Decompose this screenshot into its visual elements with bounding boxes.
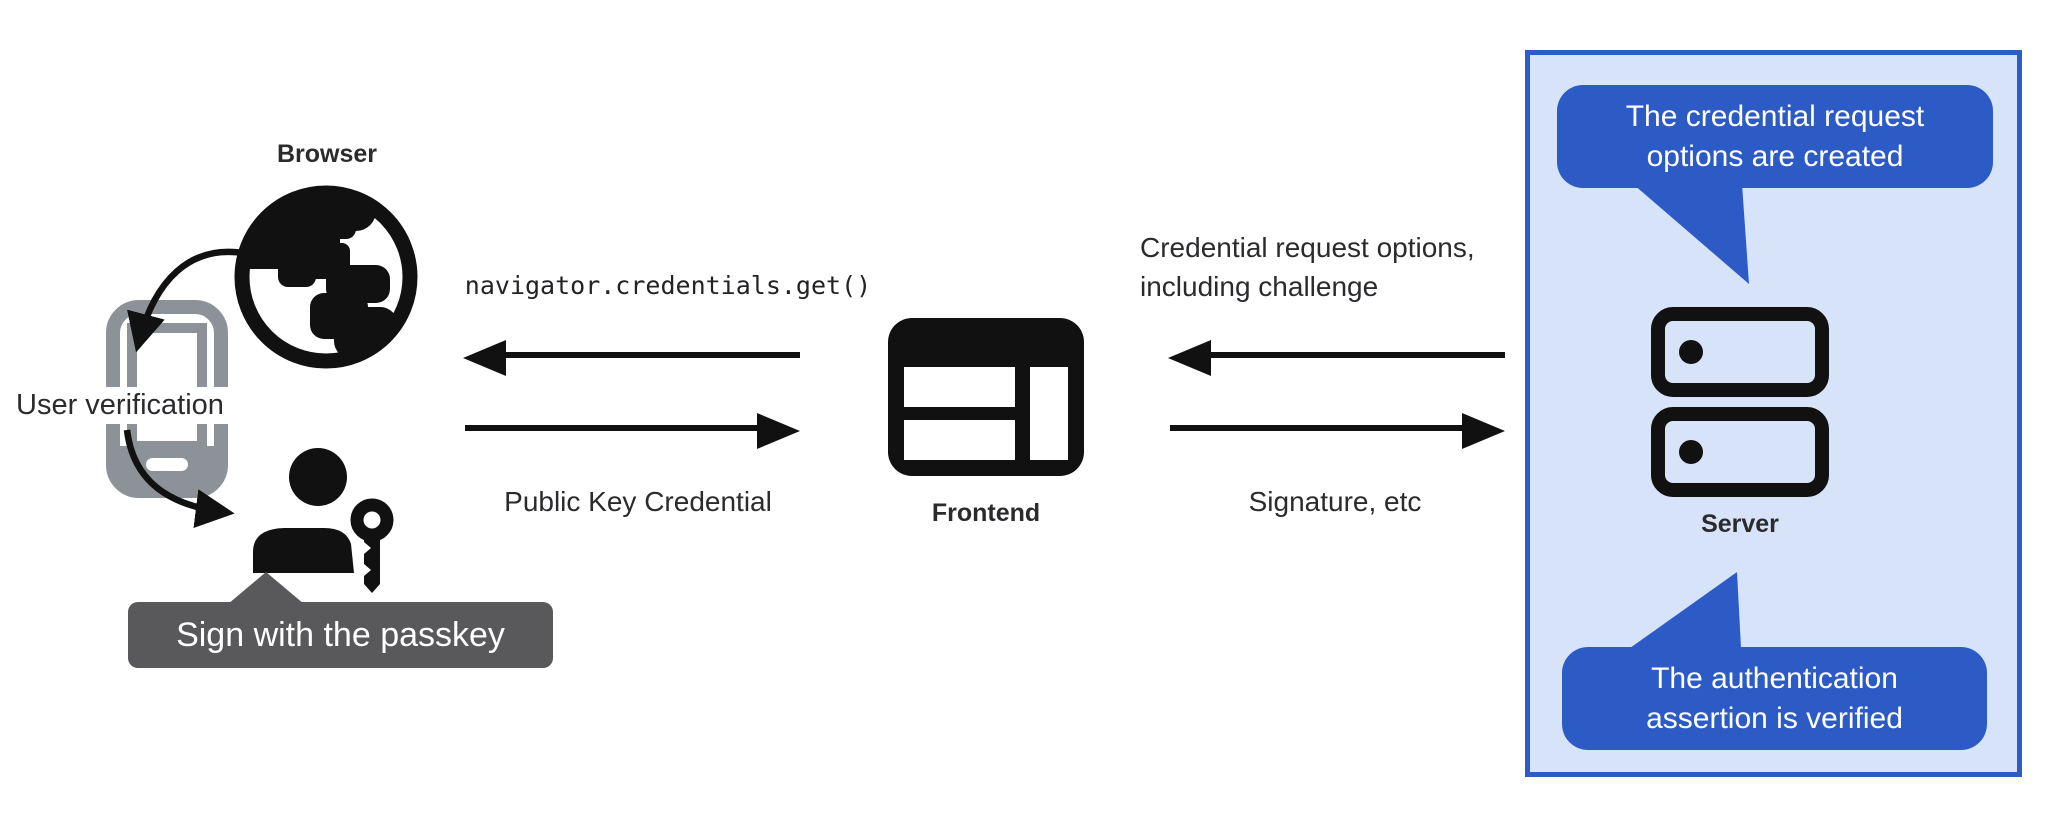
frontend-label: Frontend [931, 499, 1041, 527]
curved-flow-arrows [123, 248, 244, 528]
top-bubble-line2: options are created [1646, 139, 1904, 173]
arrowhead-right-icon [757, 413, 800, 449]
arrow-phone-to-user [123, 429, 235, 528]
frontend-window-icon [888, 318, 1084, 476]
key-stem-icon [364, 534, 380, 593]
server-label: Server [1701, 510, 1779, 538]
tooltip-pointer [228, 572, 304, 604]
arrowhead-left-icon [1168, 340, 1211, 376]
credential-request-line1: Credential request options, [1140, 232, 1475, 263]
user-verification-label: User verification [12, 387, 228, 424]
passkey-tooltip-text: Sign with the passkey [176, 616, 505, 654]
credential-request-line2: including challenge [1140, 271, 1379, 302]
bottom-bubble-tail [1630, 572, 1741, 648]
public-key-credential-label: Public Key Credential [504, 486, 772, 517]
browser-label: Browser [276, 140, 378, 168]
passkey-tooltip: Sign with the passkey [128, 572, 553, 668]
assertion-verified-bubble: The authentication assertion is verified [1562, 647, 1987, 750]
credential-options-created-bubble: The credential request options are creat… [1557, 85, 1993, 188]
key-ring-icon [350, 498, 394, 542]
bottom-bubble-line1: The authentication [1651, 661, 1898, 695]
top-bubble-tail [1633, 184, 1749, 284]
credential-request-options-label: Credential request options, including ch… [1140, 228, 1475, 306]
arrowhead-left-icon [463, 340, 506, 376]
bottom-bubble-line2: assertion is verified [1646, 701, 1903, 735]
arrowhead-right-icon [1462, 413, 1505, 449]
arrow-globe-to-phone [127, 248, 244, 353]
server-icon [1651, 307, 1829, 497]
user-with-passkey-icon [253, 448, 394, 593]
signature-label: Signature, etc [1248, 486, 1422, 517]
api-call-label: navigator.credentials.get() [464, 271, 872, 300]
globe-browser-icon [234, 185, 418, 369]
top-bubble-line1: The credential request [1625, 99, 1925, 133]
